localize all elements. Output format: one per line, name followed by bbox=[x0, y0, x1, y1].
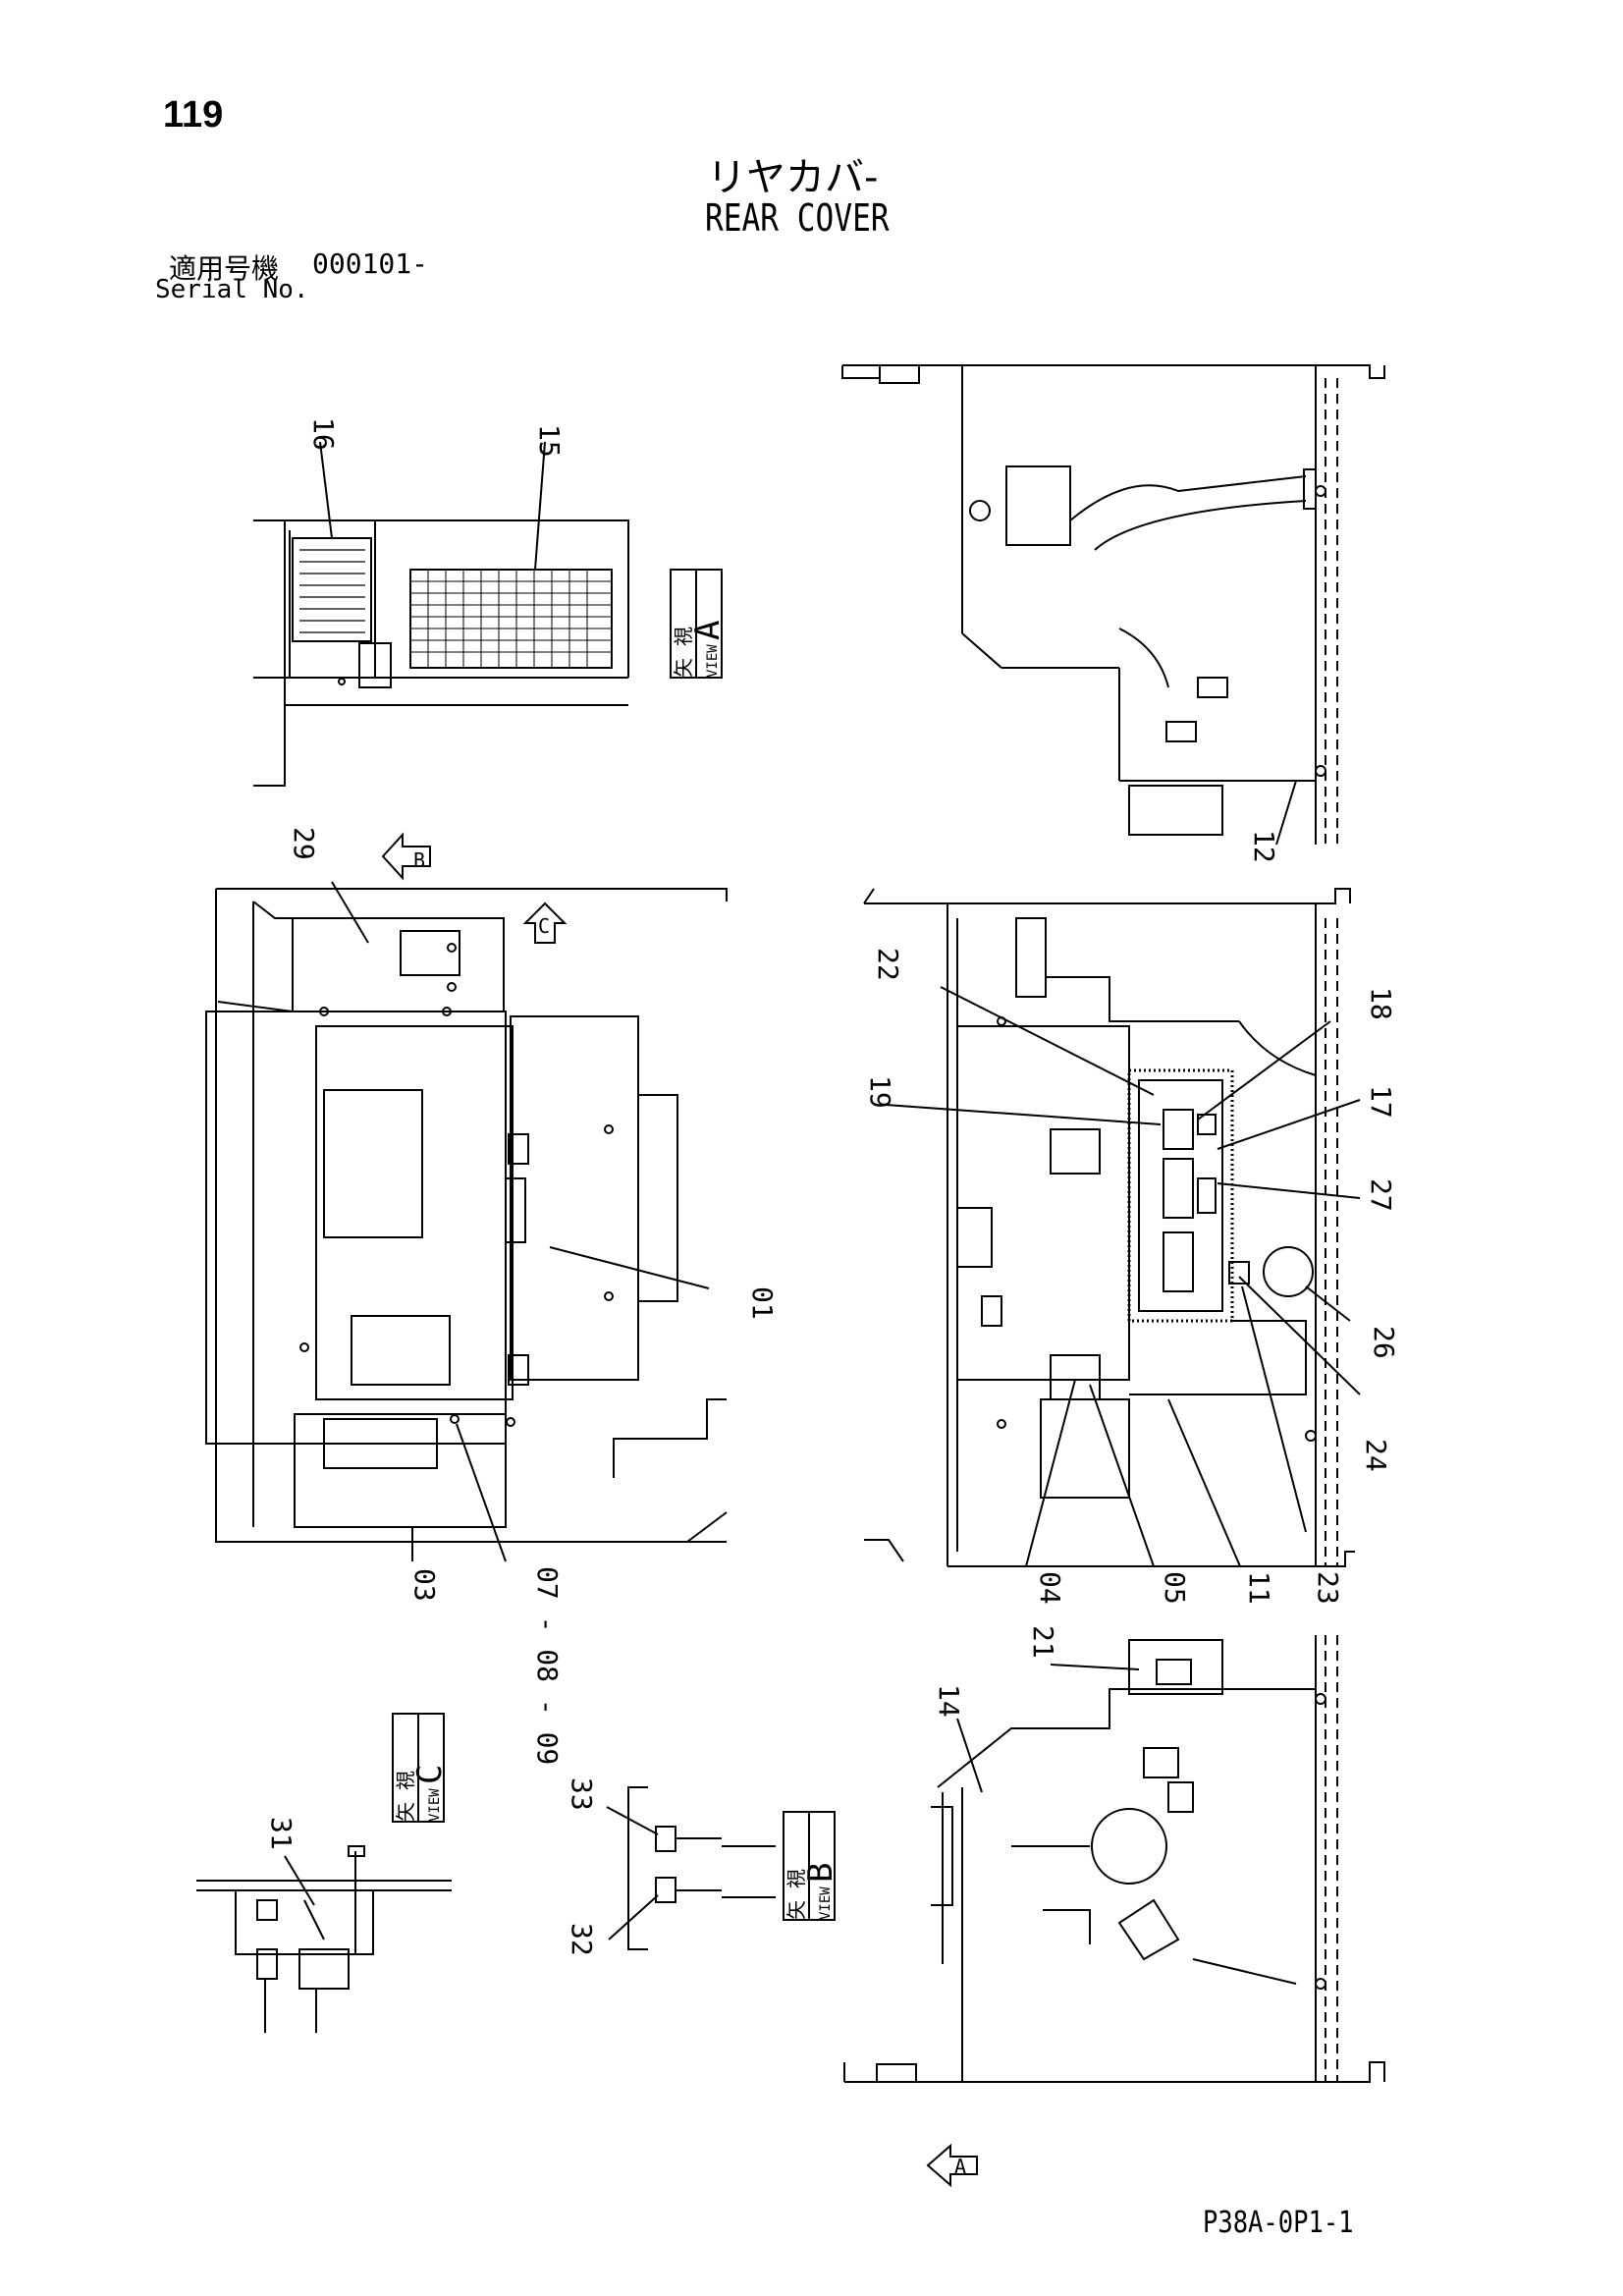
part-number-14: 14 bbox=[933, 1684, 965, 1718]
serial-label-japanese: 適用号機 bbox=[169, 252, 280, 285]
page-title-japanese: リヤカバ- bbox=[707, 155, 879, 200]
view-c-en: VIEW bbox=[427, 1788, 443, 1822]
part-number-05: 05 bbox=[1159, 1571, 1191, 1605]
page-number: 119 bbox=[163, 94, 224, 136]
view-b-letter: B bbox=[801, 1863, 840, 1883]
view-c-detail bbox=[196, 1845, 452, 2033]
view-a-en: VIEW bbox=[705, 644, 721, 678]
part-number-01: 01 bbox=[746, 1286, 779, 1320]
relay-grid bbox=[409, 569, 613, 669]
cover-21 bbox=[1128, 1639, 1223, 1695]
view-b-label bbox=[783, 1811, 836, 1921]
view-b-detail bbox=[606, 1786, 776, 1950]
part-number-21: 21 bbox=[1027, 1625, 1059, 1659]
part-number-19: 19 bbox=[864, 1075, 896, 1109]
arrow-b-marker bbox=[381, 832, 431, 881]
rear-side-view-top bbox=[841, 364, 1385, 846]
view-a-jp: 矢 視 bbox=[672, 627, 695, 678]
part-number-16: 16 bbox=[307, 417, 340, 451]
arrow-a-letter: A bbox=[954, 2155, 966, 2178]
part-number-22: 22 bbox=[872, 948, 904, 981]
part-number-29: 29 bbox=[288, 827, 320, 860]
part-number-18: 18 bbox=[1365, 987, 1397, 1020]
cover-03 bbox=[294, 1413, 507, 1528]
switch-panel bbox=[1138, 1079, 1223, 1312]
cover-01 bbox=[315, 1025, 514, 1400]
part-number-17: 17 bbox=[1365, 1085, 1397, 1119]
part-number-04: 04 bbox=[1034, 1571, 1066, 1605]
view-b-jp: 矢 視 bbox=[784, 1869, 808, 1920]
cover-29 bbox=[292, 917, 505, 1012]
part-number-31: 31 bbox=[265, 1817, 298, 1850]
part-number-24: 24 bbox=[1360, 1439, 1392, 1472]
part-number-27: 27 bbox=[1365, 1178, 1397, 1212]
arrow-b-letter: B bbox=[413, 848, 425, 872]
part-number-15: 15 bbox=[533, 424, 566, 458]
view-b-en: VIEW bbox=[818, 1886, 834, 1920]
view-c-jp: 矢 視 bbox=[394, 1771, 417, 1822]
rear-cover-front-view bbox=[205, 881, 728, 1562]
part-number-23: 23 bbox=[1312, 1571, 1344, 1605]
view-c-label bbox=[392, 1713, 445, 1823]
fuse-block bbox=[292, 537, 372, 642]
part-number-11: 11 bbox=[1243, 1571, 1275, 1605]
part-number-33: 33 bbox=[566, 1777, 598, 1811]
part-number-26: 26 bbox=[1368, 1326, 1400, 1359]
part-number-03: 03 bbox=[408, 1568, 441, 1602]
rear-side-view-bottom bbox=[843, 1635, 1385, 2083]
part-number-07-08-09: 07 - 08 - 09 bbox=[531, 1566, 564, 1765]
view-c-letter: C bbox=[410, 1765, 450, 1784]
arrow-c-letter: C bbox=[538, 914, 550, 938]
serial-label: Serial No. bbox=[155, 275, 309, 304]
rear-cover-inner-view bbox=[863, 888, 1361, 1567]
serial-number-range: 000101- bbox=[312, 247, 429, 280]
view-a-label bbox=[670, 569, 723, 679]
view-a-drawing bbox=[253, 441, 629, 787]
drawing-code: P38A-0P1-1 bbox=[1203, 2206, 1354, 2240]
page-title: REAR COVER bbox=[705, 196, 890, 240]
arrow-a-marker bbox=[926, 2143, 978, 2188]
arrow-c-marker bbox=[522, 902, 568, 944]
part-number-32: 32 bbox=[566, 1923, 598, 1956]
part-number-12: 12 bbox=[1248, 830, 1280, 863]
view-a-letter: A bbox=[688, 621, 728, 640]
